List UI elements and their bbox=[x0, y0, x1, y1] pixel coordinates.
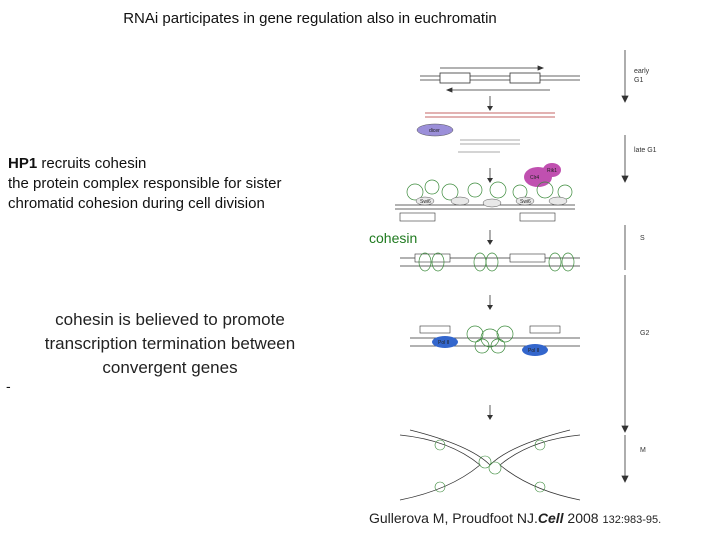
dicer-label: dicer bbox=[429, 128, 440, 134]
rik1-icon bbox=[543, 163, 561, 177]
stage-g2: G2 bbox=[640, 330, 649, 337]
cohesin-rings-s bbox=[418, 252, 575, 272]
g2-transcription: Pol II Pol II bbox=[410, 325, 580, 356]
swi6-label-2: Swi6 bbox=[520, 199, 531, 205]
overlapping-transcripts bbox=[425, 112, 555, 118]
stage-early-g1-a: early bbox=[634, 68, 650, 75]
citation: Gullerova M, Proudfoot NJ.Cell 2008 132:… bbox=[369, 510, 661, 526]
stage-s: S bbox=[640, 235, 645, 242]
cohesin-rings-g2 bbox=[466, 325, 514, 354]
swi6-label-1: Swi6 bbox=[420, 199, 431, 205]
m-phase-separation bbox=[399, 429, 581, 501]
cohesin-label: cohesin bbox=[369, 230, 418, 246]
citation-authors: Gullerova M, Proudfoot NJ. bbox=[369, 510, 538, 526]
citation-volume: 132:983-95. bbox=[602, 514, 662, 526]
hp1-line2: the protein complex responsible for sist… bbox=[8, 175, 282, 192]
note-line-1: cohesin is believed to promote bbox=[55, 310, 285, 329]
citation-journal: Cell bbox=[537, 510, 564, 526]
sirna-fragments bbox=[458, 139, 520, 153]
stray-dash: - bbox=[6, 378, 11, 394]
pol2-label-left: Pol II bbox=[438, 340, 449, 346]
note-line-2: transcription termination between bbox=[44, 334, 296, 353]
stage-m: M bbox=[640, 447, 646, 454]
rik1-label: Rik1 bbox=[547, 168, 557, 174]
swi6-proteins bbox=[415, 196, 568, 208]
cohesin-note: cohesin is believed to promote transcrip… bbox=[20, 308, 320, 380]
hp1-line1: recruits cohesin bbox=[37, 155, 147, 172]
cohesin-rings-m bbox=[434, 439, 546, 493]
timeline bbox=[621, 50, 629, 483]
hp1-line3: chromatid cohesion during cell division bbox=[8, 195, 265, 212]
slide-title: RNAi participates in gene regulation als… bbox=[123, 10, 497, 27]
clr4-label: Clr4 bbox=[530, 175, 539, 181]
citation-year: 2008 bbox=[563, 510, 603, 526]
note-line-3: convergent genes bbox=[102, 358, 238, 377]
dicer-icon bbox=[416, 123, 454, 137]
pol2-icon-left bbox=[432, 336, 458, 348]
hp1-description: HP1 recruits cohesin the protein complex… bbox=[8, 154, 338, 214]
late-g1-chromatin: Swi6 Swi6 bbox=[395, 179, 575, 222]
hp1-bold: HP1 bbox=[8, 155, 38, 172]
pol2-icon-right bbox=[522, 344, 548, 356]
convergent-genes bbox=[420, 65, 580, 93]
stage-late-g1: late G1 bbox=[634, 147, 657, 154]
cell-cycle-diagram: early G1 late G1 S G2 M dicer Clr4 Rik1 bbox=[395, 50, 657, 501]
s-phase-chromatids bbox=[400, 252, 580, 272]
pol2-label-right: Pol II bbox=[528, 348, 539, 354]
stage-early-g1-b: G1 bbox=[634, 77, 643, 84]
